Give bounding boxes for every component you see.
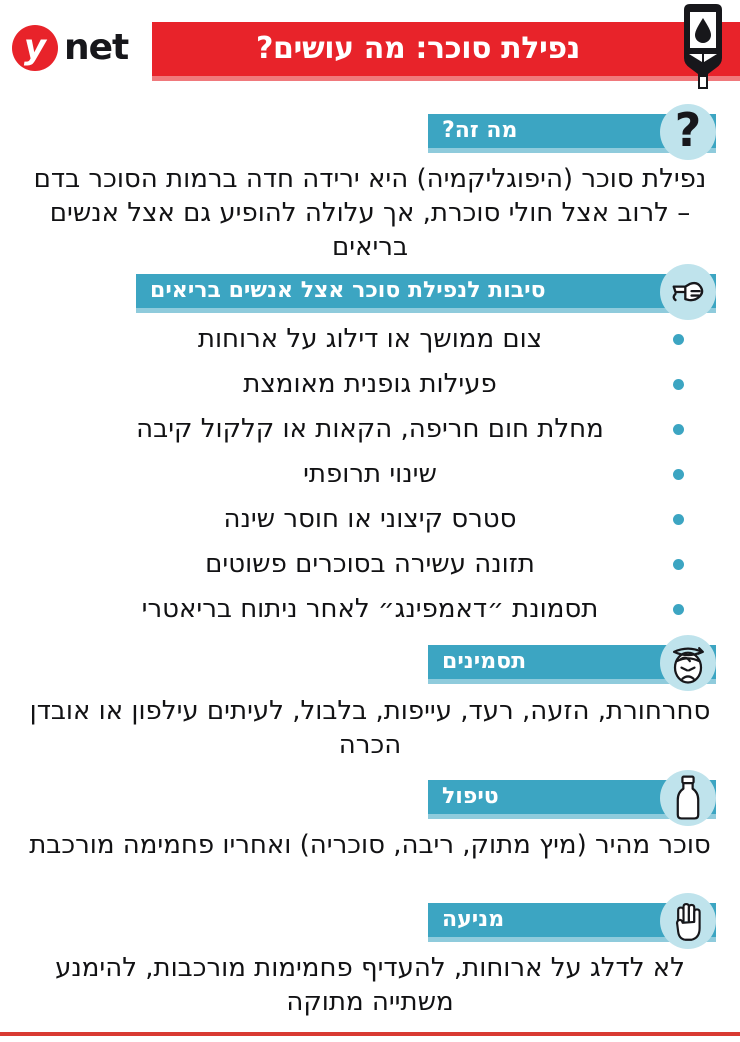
question-mark-icon: ? — [660, 104, 716, 160]
section-header-causes: סיבות לנפילת סוכר אצל אנשים בריאים — [136, 264, 716, 320]
section-header-prevention: מניעה — [428, 893, 716, 949]
bottom-rule — [0, 1032, 740, 1036]
logo-y-mark: y — [12, 25, 58, 71]
top-banner: נפילת סוכר: מה עושים? — [0, 22, 740, 81]
banner-shadow — [152, 76, 740, 81]
bullet-dot-icon — [673, 334, 684, 345]
section-bar-shadow — [428, 679, 716, 684]
stop-hand-icon — [660, 893, 716, 949]
list-item: צום ממושך או דילוג על ארוחות — [24, 324, 716, 355]
list-item-label: סטרס קיצוני או חוסר שינה — [223, 504, 517, 534]
bullet-dot-icon — [673, 379, 684, 390]
list-item: פעילות גופנית מאומצת — [24, 369, 716, 400]
list-item: סטרס קיצוני או חוסר שינה — [24, 504, 716, 535]
bullet-dot-icon — [673, 469, 684, 480]
section-header-what-is-it: מה זה? ? — [428, 104, 716, 160]
pointing-hand-icon — [660, 264, 716, 320]
section-body-prevention: לא לדלג על ארוחות, להעדיף פחמימות מורכבו… — [55, 953, 685, 1017]
section-bar-shadow — [428, 937, 716, 942]
section-header-treatment: טיפול — [428, 770, 716, 826]
list-item-label: תזונה עשירה בסוכרים פשוטים — [205, 549, 535, 579]
list-item-label: צום ממושך או דילוג על ארוחות — [197, 324, 543, 354]
list-item-label: מחלת חום חריפה, הקאות או קלקול קיבה — [136, 414, 604, 444]
list-item: תזונה עשירה בסוכרים פשוטים — [24, 549, 716, 580]
causes-list: צום ממושך או דילוג על ארוחות פעילות גופנ… — [24, 324, 716, 639]
section-title-symptoms: תסמינים — [442, 649, 527, 674]
logo-net-text: net — [64, 27, 129, 68]
list-item: מחלת חום חריפה, הקאות או קלקול קיבה — [24, 414, 716, 445]
section-bar-shadow — [136, 308, 716, 313]
banner-background — [152, 22, 740, 76]
section-bar-shadow — [428, 814, 716, 819]
glucometer-icon — [674, 2, 732, 90]
juice-bottle-icon — [660, 770, 716, 826]
svg-text:?: ? — [675, 104, 702, 157]
list-item: תסמונת ״דאמפינג״ לאחר ניתוח בריאטרי — [24, 594, 716, 625]
section-header-symptoms: תסמינים — [428, 635, 716, 691]
ynet-logo[interactable]: y net — [12, 20, 142, 76]
bullet-dot-icon — [673, 604, 684, 615]
list-item-label: שינוי תרופתי — [303, 459, 437, 489]
section-body-symptoms: סחרחורת, הזעה, רעד, עייפות, בלבול, לעיתי… — [29, 696, 711, 760]
bullet-dot-icon — [673, 559, 684, 570]
page-title: נפילת סוכר: מה עושים? — [256, 31, 580, 66]
section-body-what-is-it: נפילת סוכר (היפוגליקמיה) היא ירידה חדה ב… — [33, 164, 707, 262]
bullet-dot-icon — [673, 514, 684, 525]
section-body-treatment: סוכר מהיר (מיץ מתוק, ריבה, סוכריה) ואחרי… — [29, 830, 711, 860]
bullet-dot-icon — [673, 424, 684, 435]
section-bar-shadow — [428, 148, 716, 153]
list-item-label: תסמונת ״דאמפינג״ לאחר ניתוח בריאטרי — [141, 594, 599, 624]
section-bar — [136, 274, 716, 308]
list-item-label: פעילות גופנית מאומצת — [243, 369, 497, 399]
section-title-what-is-it: מה זה? — [442, 118, 518, 143]
section-title-prevention: מניעה — [442, 907, 505, 932]
dizzy-face-icon — [660, 635, 716, 691]
list-item: שינוי תרופתי — [24, 459, 716, 490]
section-title-causes: סיבות לנפילת סוכר אצל אנשים בריאים — [150, 278, 546, 303]
section-title-treatment: טיפול — [442, 784, 499, 809]
